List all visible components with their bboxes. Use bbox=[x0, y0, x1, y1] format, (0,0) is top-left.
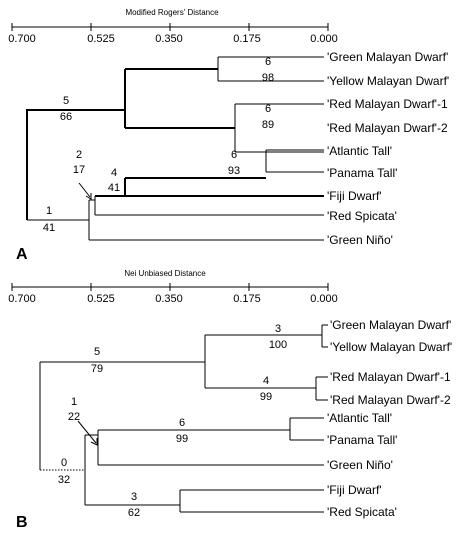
node-top-value: 0 bbox=[61, 457, 67, 469]
tick-label: 0.350 bbox=[155, 33, 183, 45]
node-bottom-value: 62 bbox=[128, 507, 140, 519]
branch bbox=[94, 196, 324, 216]
tick-label: 0.175 bbox=[233, 33, 261, 45]
node-bottom-value: 98 bbox=[262, 72, 274, 84]
tick-label: 0.000 bbox=[310, 293, 338, 305]
node-bottom-value: 79 bbox=[91, 363, 103, 375]
node-top-value: 2 bbox=[76, 149, 82, 161]
node-top-value: 4 bbox=[111, 167, 117, 179]
tree-b bbox=[39, 324, 328, 513]
branch bbox=[315, 376, 328, 401]
node-bottom-value: 93 bbox=[228, 165, 240, 177]
tree-a bbox=[26, 56, 324, 241]
leaf-label: 'Panama Tall' bbox=[327, 433, 397, 447]
leaf-label: 'Red Malayan Dwarf'-1 bbox=[327, 97, 448, 111]
node-top-value: 6 bbox=[265, 56, 271, 68]
node-top-value: 6 bbox=[231, 149, 237, 161]
axis-title-b: Nei Unbiased Distance bbox=[124, 269, 206, 278]
leaf-label: 'Red Malayan Dwarf'-1 bbox=[330, 370, 451, 384]
leaf-label: 'Yellow Malayan Dwarf' bbox=[330, 340, 452, 354]
node-top-value: 5 bbox=[63, 95, 69, 107]
node-top-value: 5 bbox=[94, 346, 100, 358]
branch bbox=[204, 334, 322, 389]
node-bottom-value: 89 bbox=[262, 119, 274, 131]
node-pointer-arrowhead bbox=[85, 193, 92, 200]
tick-label: 0.525 bbox=[87, 33, 115, 45]
node-bottom-value: 99 bbox=[260, 391, 272, 403]
leaf-label: 'Green Malayan Dwarf' bbox=[327, 50, 448, 64]
branch bbox=[289, 417, 324, 441]
node-pointer-arrowhead bbox=[90, 438, 98, 446]
node-pointer-arrow bbox=[77, 420, 97, 444]
branch bbox=[88, 200, 324, 241]
node-bottom-value: 22 bbox=[68, 411, 80, 423]
panel-letter-a: A bbox=[16, 246, 28, 263]
leaf-label: 'Green Niño' bbox=[327, 458, 393, 472]
branch bbox=[234, 103, 324, 153]
leaf-label: 'Red Spicata' bbox=[327, 505, 397, 519]
leaf-label: 'Panama Tall' bbox=[327, 166, 397, 180]
leaf-label: 'Red Malayan Dwarf'-2 bbox=[327, 121, 448, 135]
leaf-label: 'Green Malayan Dwarf' bbox=[330, 318, 451, 332]
node-top-value: 6 bbox=[265, 103, 271, 115]
node-bottom-value: 100 bbox=[269, 339, 287, 351]
branch bbox=[97, 430, 324, 466]
branch bbox=[217, 56, 324, 82]
node-top-value: 1 bbox=[71, 396, 77, 408]
branch bbox=[321, 324, 328, 348]
leaf-label: 'Red Spicata' bbox=[327, 209, 397, 223]
branch bbox=[265, 149, 324, 173]
leaf-label: 'Fiji Dwarf' bbox=[327, 189, 382, 203]
node-bottom-value: 32 bbox=[58, 474, 70, 486]
node-bottom-value: 99 bbox=[176, 433, 188, 445]
node-top-value: 6 bbox=[179, 417, 185, 429]
tick-label: 0.175 bbox=[233, 293, 261, 305]
tick-label: 0.700 bbox=[8, 293, 36, 305]
panel-b: Nei Unbiased Distance 0.700 0.525 0.350 … bbox=[8, 269, 452, 531]
leaf-label: 'Red Malayan Dwarf'-2 bbox=[330, 393, 451, 407]
branch bbox=[26, 109, 125, 220]
node-bottom-value: 41 bbox=[108, 182, 120, 194]
panel-letter-b: B bbox=[16, 514, 28, 531]
axis-title-a: Modified Rogers' Distance bbox=[125, 8, 219, 17]
panel-a: Modified Rogers' Distance 0.700 0.525 0.… bbox=[8, 8, 449, 263]
branch bbox=[124, 177, 324, 197]
leaf-label: 'Green Niño' bbox=[327, 233, 393, 247]
node-top-value: 1 bbox=[46, 205, 52, 217]
node-pointer-arrow bbox=[78, 182, 91, 198]
node-top-value: 3 bbox=[275, 323, 281, 335]
branch bbox=[179, 489, 324, 513]
leaf-label: 'Yellow Malayan Dwarf' bbox=[327, 74, 449, 88]
tick-label: 0.700 bbox=[8, 33, 36, 45]
node-bottom-value: 66 bbox=[60, 111, 72, 123]
tick-label: 0.350 bbox=[155, 293, 183, 305]
tick-label: 0.000 bbox=[310, 33, 338, 45]
leaf-label: 'Atlantic Tall' bbox=[327, 411, 392, 425]
leaf-label: 'Fiji Dwarf' bbox=[327, 483, 382, 497]
node-top-value: 4 bbox=[263, 375, 269, 387]
branch bbox=[84, 434, 98, 505]
node-bottom-value: 41 bbox=[43, 222, 55, 234]
node-bottom-value: 17 bbox=[73, 164, 85, 176]
node-top-value: 3 bbox=[131, 491, 137, 503]
leaf-label: 'Atlantic Tall' bbox=[327, 144, 392, 158]
tick-label: 0.525 bbox=[87, 293, 115, 305]
